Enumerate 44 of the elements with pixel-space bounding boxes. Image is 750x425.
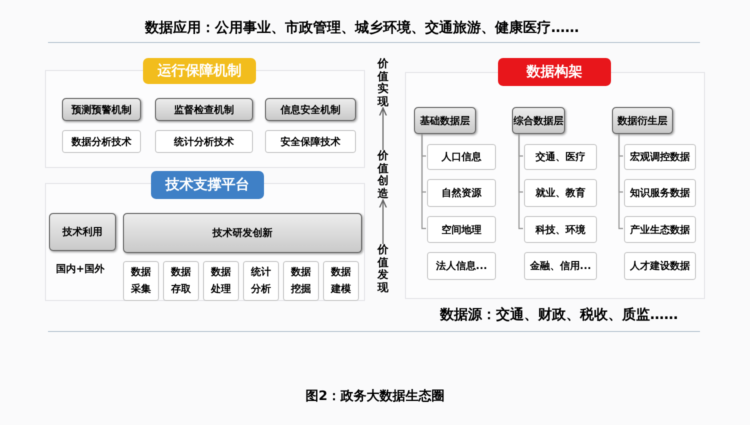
item-box: 法人信息... [427,252,496,280]
tree-connector [518,133,523,230]
mechanism-box: 监督检查机制 [155,98,253,121]
item-box: 数据挖掘 [283,261,319,301]
item-box: 交通、医疗 [524,144,597,170]
side-note: 国内+国外 [56,262,104,276]
heading-text: 数据应用：公用事业、市政管理、城乡环境、交通旅游、健康医疗…… [145,19,579,37]
item-box: 人口信息 [427,144,496,170]
item-box: 数据分析技术 [62,130,141,153]
value-label: 价值创造 [374,150,392,200]
item-box: 自然资源 [427,179,496,207]
item-box: 数据采集 [123,261,159,301]
layer-box: 数据衍生层 [612,107,673,134]
item-box: 空间地理 [427,216,496,243]
item-box: 统计分析 [243,261,279,301]
item-box: 知识服务数据 [624,179,696,207]
heading-text: 数据源：交通、财政、税收、质监…… [440,306,678,324]
caption: 图2：政务大数据生态圈 [304,388,446,405]
mechanism-box: 预测预警机制 [62,98,141,121]
layer-box: 基础数据层 [414,107,476,134]
platform-box: 技术研发创新 [123,213,362,253]
layer-box: 综合数据层 [512,107,565,134]
heading-badge: 技术支撑平台 [151,171,264,199]
mechanism-box: 信息安全机制 [265,98,356,121]
item-box: 数据存取 [163,261,199,301]
platform-box: 技术利用 [49,213,116,251]
item-box: 安全保障技术 [265,130,356,153]
value-label: 价值实现 [374,58,392,108]
arrow [379,107,387,150]
item-box: 金融、信用... [524,252,597,280]
item-box: 数据建模 [323,261,359,301]
value-label: 价值发现 [374,244,392,296]
item-box: 数据处理 [203,261,239,301]
item-box: 人才建设数据 [624,252,696,280]
tree-connector [618,133,623,230]
item-box: 统计分析技术 [155,130,253,153]
item-box: 科技、环境 [524,216,597,243]
item-box: 产业生态数据 [624,216,696,243]
item-box: 就业、教育 [524,179,597,207]
item-box: 宏观调控数据 [624,144,696,170]
heading-badge: 数据构架 [498,58,611,86]
tree-connector [421,133,426,230]
arrow [379,199,387,244]
heading-badge: 运行保障机制 [143,58,256,84]
